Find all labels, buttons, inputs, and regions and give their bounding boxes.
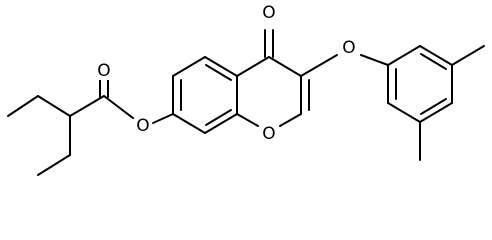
- bond-c4a-c4: [236, 56, 270, 77]
- structure-canvas: O O O O O: [7, 3, 485, 176]
- ether-oxygen-label: O: [342, 38, 355, 58]
- bond-carbonyl-ester-o: [103, 95, 134, 119]
- bond-c8-c7: [172, 113, 206, 134]
- ring-oxygen-label: O: [262, 124, 275, 144]
- bond-ar-c2-c3: [419, 45, 453, 66]
- bond-c2-o1: [279, 113, 302, 127]
- ester-carbonyl-oxygen-label: O: [97, 61, 110, 81]
- bond-c4-c3: [268, 56, 302, 77]
- bond-methyl-upper: [451, 45, 485, 66]
- bond-ester-o-ring: [152, 113, 174, 124]
- bond-ethyl-lower-ch3: [37, 154, 71, 176]
- bond-ar-c4-c5: [419, 102, 453, 123]
- bond-ar-c1-c2: [387, 45, 421, 66]
- atom-labels: O O O O O: [96, 3, 357, 144]
- ketone-oxygen-label: O: [262, 3, 275, 23]
- bond-o1-c8a: [236, 113, 259, 127]
- bond-c3-ether-o: [300, 54, 338, 77]
- bond-c8a-c8: [204, 113, 238, 134]
- bond-ether-o-aryl: [360, 54, 389, 66]
- bond-c5-c4a: [204, 56, 238, 77]
- ester-bridge-oxygen-label: O: [136, 116, 149, 136]
- bond-ethyl-upper-ch3: [7, 95, 39, 117]
- bond-ar-c4-c5-inner: [420, 98, 447, 115]
- bond-c5-c4a-inner: [205, 64, 232, 81]
- bond-ar-c2-c3-inner: [420, 53, 447, 70]
- bond-c8a-c8-inner: [205, 109, 232, 126]
- bonds: [7, 29, 485, 176]
- bond-ethyl-upper-ch2: [37, 95, 71, 117]
- bond-alpha-carbonyl: [69, 95, 105, 117]
- bond-ar-c5-c6: [387, 102, 421, 123]
- chemical-structure-diagram: O O O O O: [7, 3, 485, 176]
- bond-c6-c5: [172, 56, 206, 77]
